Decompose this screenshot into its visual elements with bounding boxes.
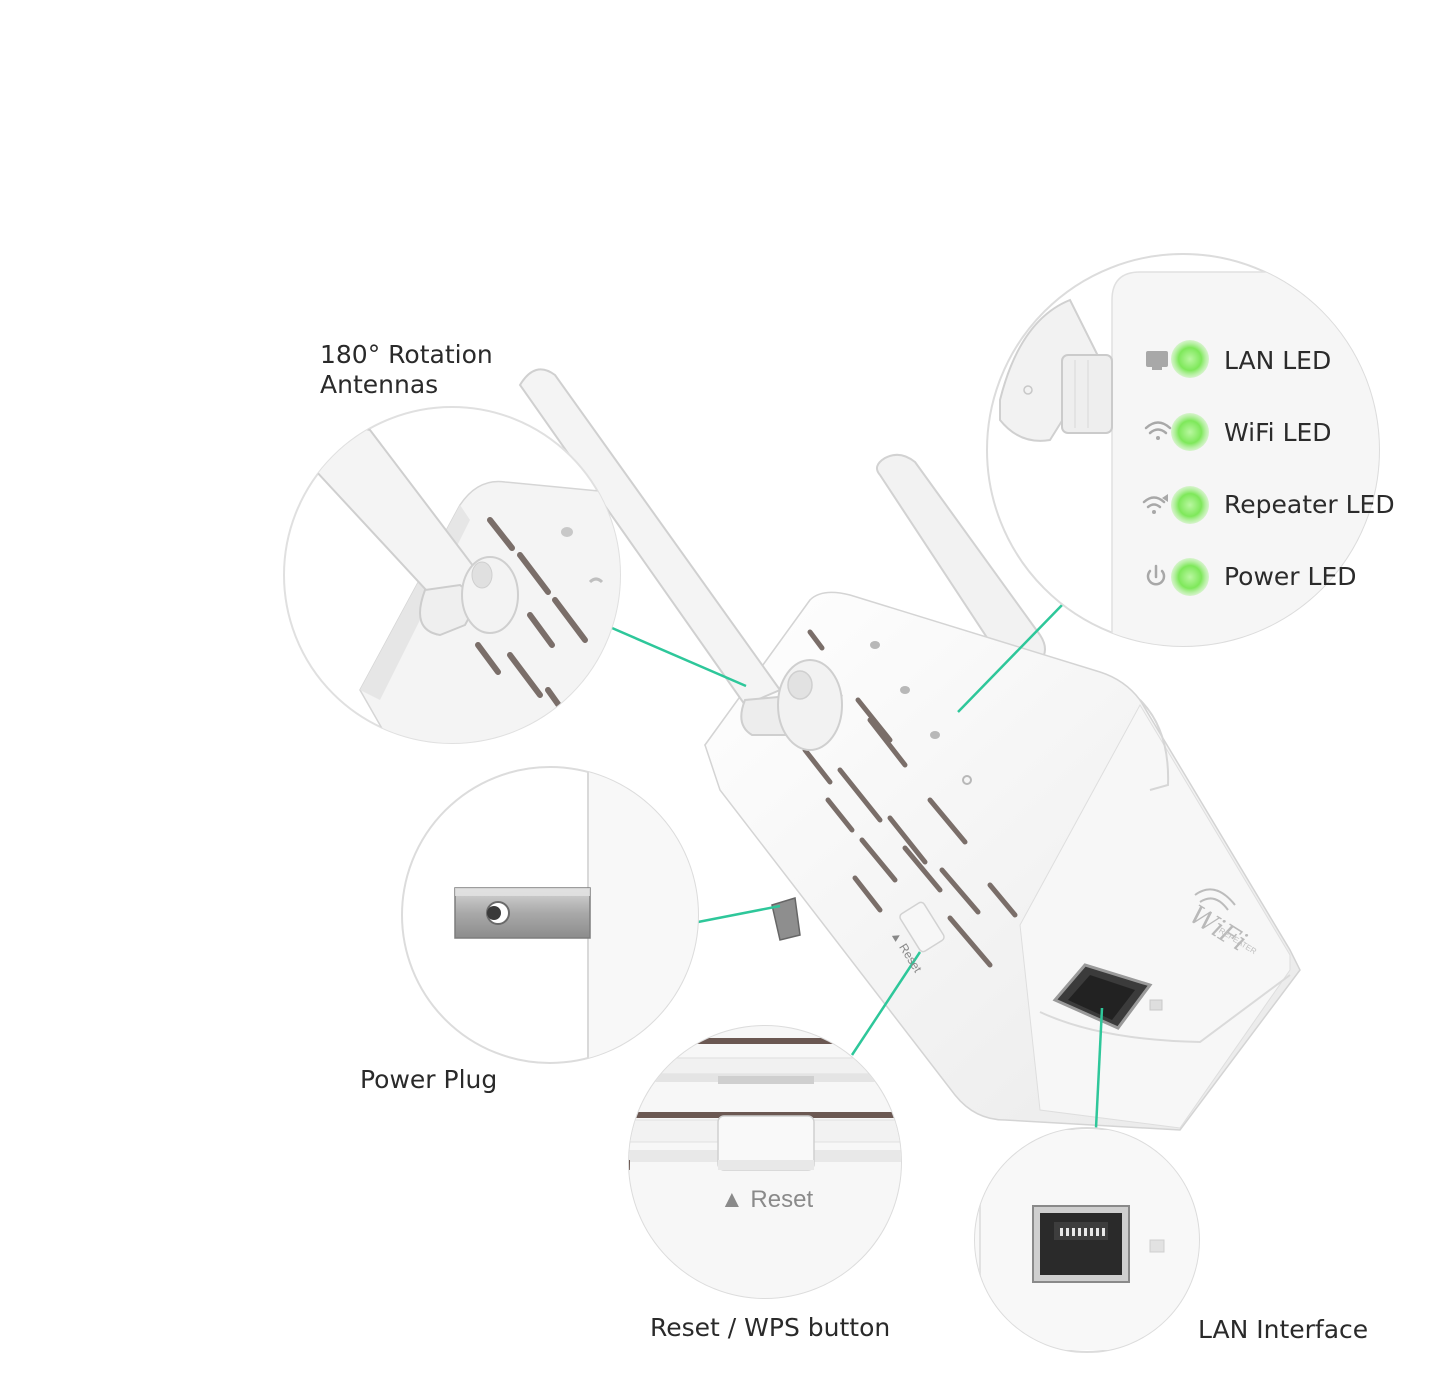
led-label-repeater: Repeater LED bbox=[1224, 490, 1395, 519]
device-lan-port bbox=[1052, 963, 1163, 1030]
antennas-detail-circle bbox=[283, 406, 621, 744]
callout-lines bbox=[611, 602, 1104, 1129]
front-antenna bbox=[518, 368, 843, 751]
power-plug-detail-circle bbox=[401, 766, 699, 1064]
wifi-brand-logo bbox=[1194, 888, 1236, 911]
antennas-label-line1: 180° Rotation bbox=[320, 340, 493, 369]
repeater-icon bbox=[1142, 494, 1168, 514]
lan-icon bbox=[1146, 351, 1168, 367]
led-label-lan: LAN LED bbox=[1224, 346, 1332, 375]
device-plug-prong bbox=[771, 897, 801, 941]
led-row-power bbox=[1146, 558, 1209, 596]
plug-prong bbox=[454, 887, 591, 939]
lan-interface-label: LAN Interface bbox=[1198, 1315, 1369, 1344]
wifi-icon bbox=[1144, 421, 1172, 440]
vent-slots bbox=[802, 629, 1018, 968]
power-icon bbox=[1146, 564, 1166, 586]
reset-button-text: ▲ Reset bbox=[720, 1186, 814, 1213]
lan-detail-circle bbox=[974, 1127, 1200, 1353]
led-label-power: Power LED bbox=[1224, 562, 1357, 591]
reset-detail-circle bbox=[628, 1025, 902, 1299]
led-row-lan bbox=[1146, 340, 1209, 378]
led-label-wifi: WiFi LED bbox=[1224, 418, 1332, 447]
antennas-label-line2: Antennas bbox=[320, 370, 439, 399]
reset-wps-label: Reset / WPS button bbox=[650, 1313, 891, 1342]
main-device bbox=[518, 368, 1301, 1131]
led-detail-circle bbox=[986, 253, 1380, 647]
power-plug-label: Power Plug bbox=[360, 1065, 498, 1094]
device-led-indicators bbox=[870, 641, 972, 785]
led-row-wifi bbox=[1144, 413, 1209, 451]
lan-port bbox=[1032, 1205, 1130, 1283]
led-row-repeater bbox=[1142, 486, 1209, 524]
